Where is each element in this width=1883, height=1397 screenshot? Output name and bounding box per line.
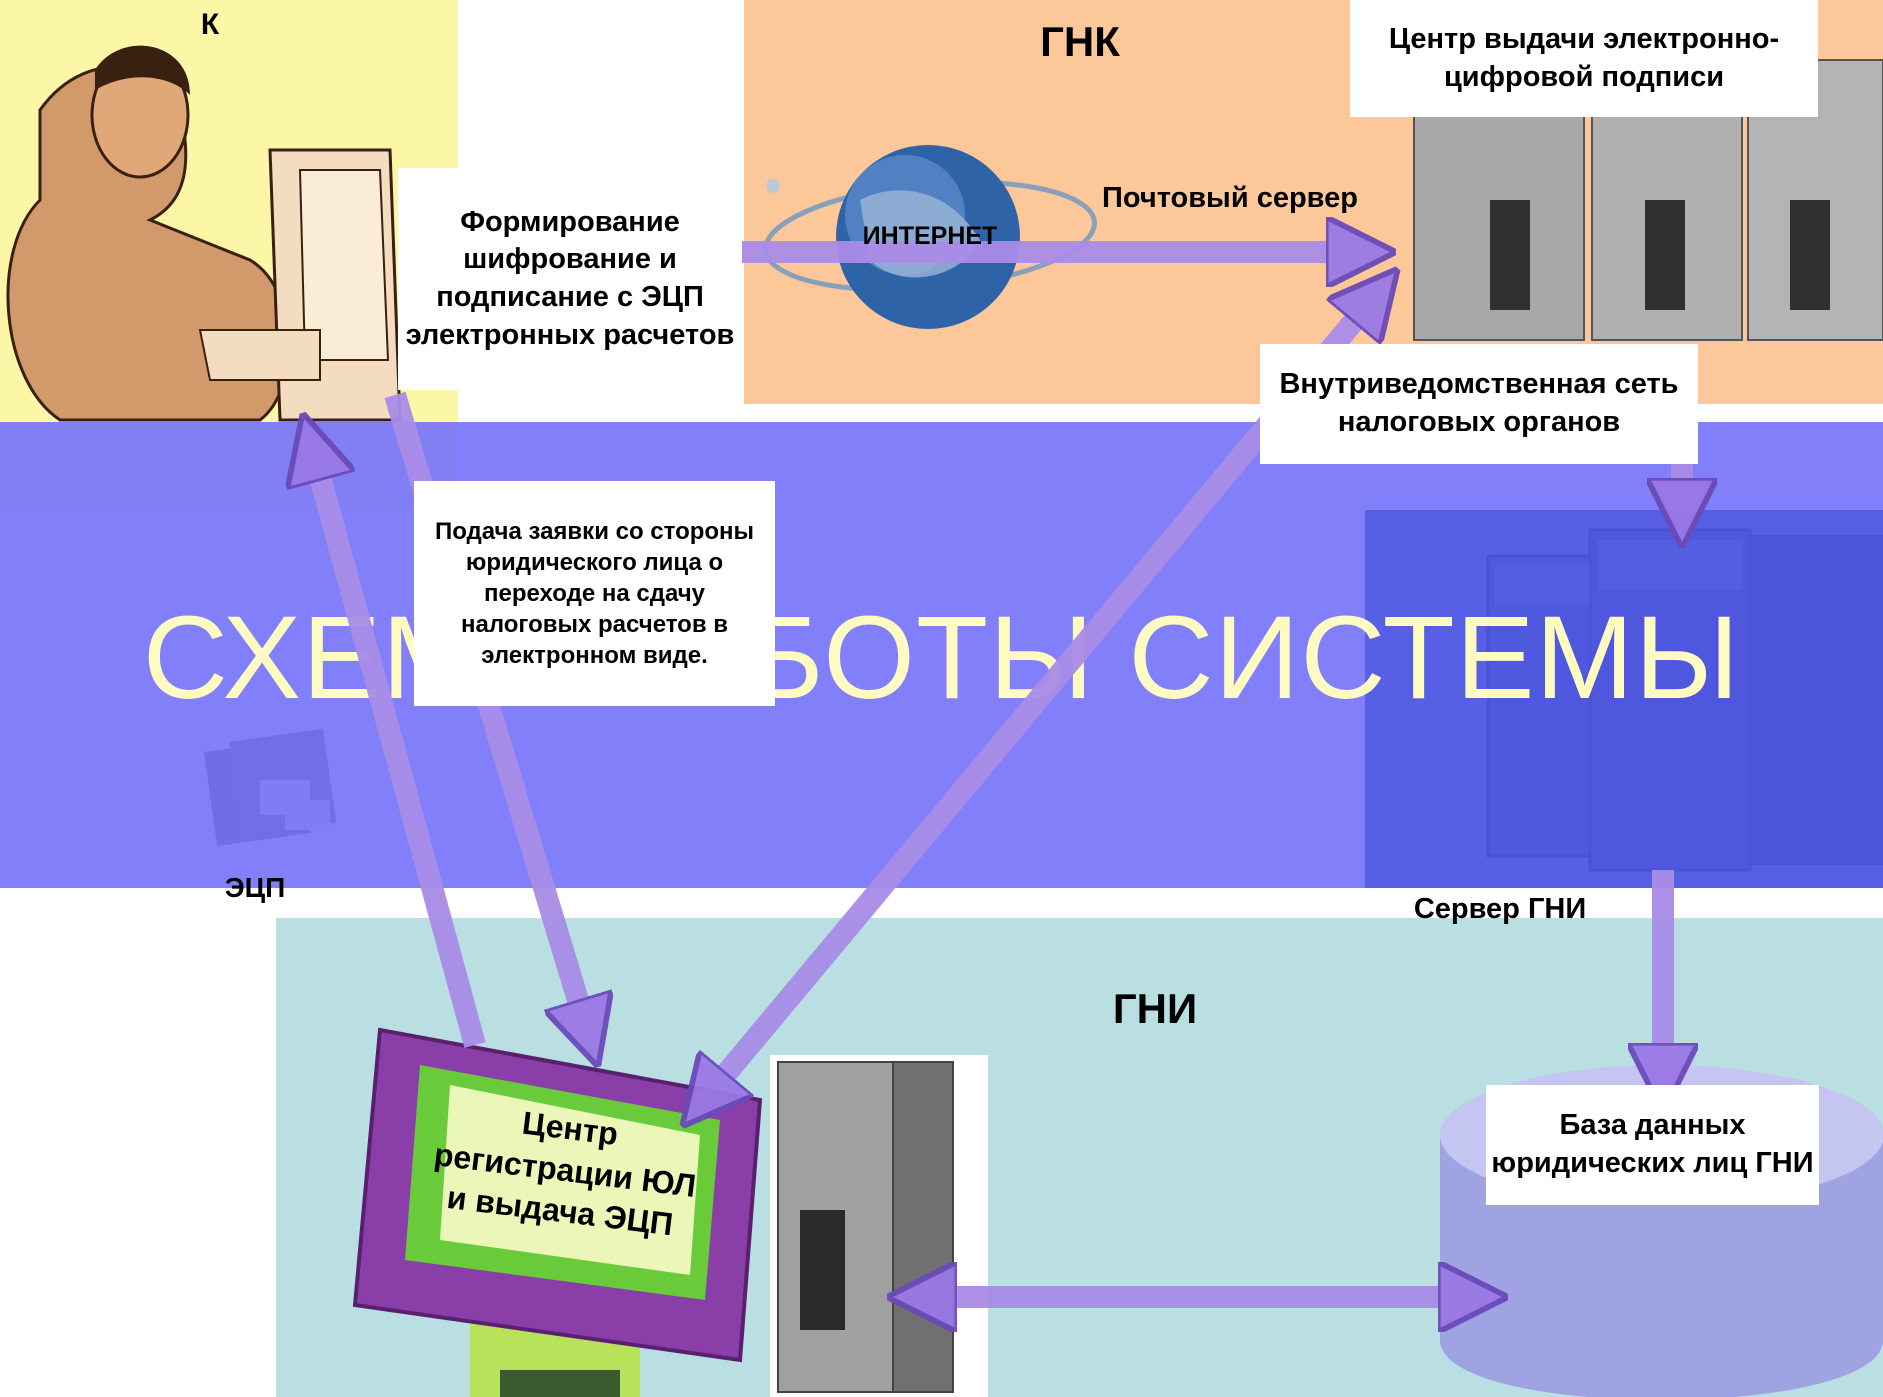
gni-server-label: Сервер ГНИ	[1413, 893, 1587, 925]
database-label: База данных юридических лиц ГНИ	[1486, 1085, 1819, 1205]
application-label: Подача заявки со стороны юридического ли…	[414, 481, 775, 706]
gnk-label: ГНК	[1040, 18, 1120, 65]
internal-network-label: Внутриведомственная сеть налоговых орган…	[1260, 344, 1698, 464]
gni-server-shade	[1365, 510, 1883, 888]
ecp-label: ЭЦП	[224, 872, 286, 903]
mail-server-label: Почтовый сервер	[1102, 182, 1358, 214]
arrow-registration-to-user	[310, 440, 486, 1048]
registration-monitor-icon	[352, 1027, 763, 1397]
signature-center-label: Центр выдачи электронно-цифровой подписи	[1350, 0, 1818, 117]
internet-label: ИНТЕРНЕТ	[862, 222, 998, 250]
taxpayer-label: К	[200, 8, 220, 41]
formation-label: Формирование шифрование и подписание с Э…	[398, 168, 742, 390]
gni-label: ГНИ	[1112, 985, 1198, 1032]
user-at-computer-icon	[6, 45, 402, 422]
